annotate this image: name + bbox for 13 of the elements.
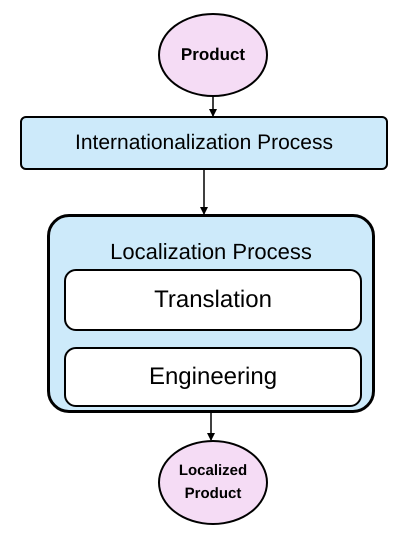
arrow: [209, 97, 217, 117]
process-box: [20, 116, 388, 170]
arrow: [207, 413, 215, 441]
process-box: [64, 347, 362, 407]
process-box: [64, 269, 362, 331]
group-box: [47, 214, 375, 413]
node-label: Localized Product: [178, 461, 248, 504]
node-label: Internationalization Process: [75, 130, 333, 156]
node-label: Localization Process: [109, 238, 313, 266]
node-label: Engineering: [148, 362, 278, 392]
node-label: Translation: [154, 285, 272, 315]
arrow: [200, 170, 208, 215]
node-label: Product: [180, 44, 246, 66]
